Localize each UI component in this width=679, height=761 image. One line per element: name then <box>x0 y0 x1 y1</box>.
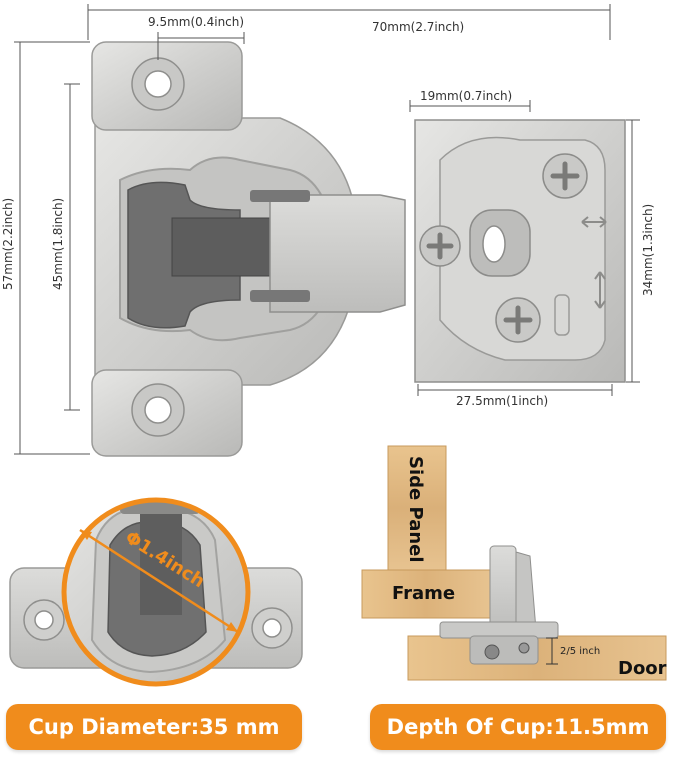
dim-arm-length: 27.5mm(1inch) <box>456 394 548 408</box>
vertical-adjust-arrow-icon <box>594 271 606 309</box>
cup-diameter-text: Cup Diameter:35 mm <box>28 715 280 739</box>
dim-hole-offset: 9.5mm(0.4inch) <box>148 15 244 29</box>
label-door: Door <box>618 658 667 679</box>
adjust-screw-2 <box>419 225 461 267</box>
overlay-dimension: 2/5 inch <box>560 646 600 657</box>
cup-depth-text: Depth Of Cup:11.5mm <box>386 715 650 739</box>
frame-board <box>361 569 491 619</box>
label-side-panel: Side Panel <box>405 456 426 563</box>
dim-arm-width: 19mm(0.7inch) <box>420 89 512 103</box>
installation-diagram: 2/5 inch Side Panel Frame Door <box>361 445 667 681</box>
adjust-screw-3 <box>495 297 541 343</box>
diameter-line <box>79 528 239 634</box>
dim-plate-height: 57mm(2.2inch) <box>1 198 15 290</box>
dim-overall-width: 70mm(2.7inch) <box>372 20 464 34</box>
adjust-screw-1 <box>542 153 588 199</box>
dim-hole-spacing: 45mm(1.8inch) <box>51 198 65 290</box>
cup-diameter-badge: Cup Diameter:35 mm <box>6 704 302 750</box>
hinge-top-view <box>91 41 626 457</box>
horizontal-adjust-arrow-icon <box>581 216 607 228</box>
dimension-lines <box>14 4 640 455</box>
label-frame: Frame <box>392 583 455 604</box>
dim-arm-height: 34mm(1.3inch) <box>641 204 655 296</box>
side-panel-board <box>387 445 447 571</box>
cup-depth-badge: Depth Of Cup:11.5mm <box>370 704 666 750</box>
cup-detail: Φ1.4inch <box>9 497 303 687</box>
